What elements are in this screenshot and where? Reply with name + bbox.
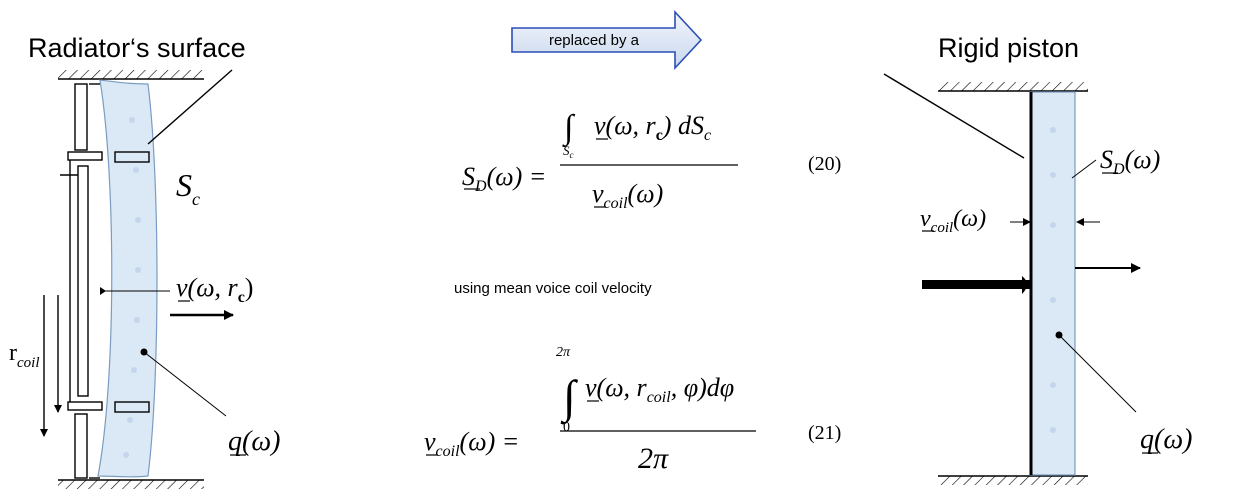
eq20-lhs: SD(ω) = bbox=[462, 162, 546, 195]
local-velocity-label: v(ω, rc) bbox=[176, 273, 253, 306]
eq21-number: (21) bbox=[808, 422, 841, 444]
piston-velocity-label: vcoil(ω) bbox=[920, 206, 986, 236]
bottom-wall-hatch bbox=[58, 480, 204, 489]
surface-leader-line bbox=[147, 69, 233, 145]
eq20-numerator: v(ω, rc) dSc bbox=[594, 111, 711, 144]
radiator-title: Radiator‘s surface bbox=[28, 33, 246, 63]
eq20-number: (20) bbox=[808, 153, 841, 175]
eq21-integral: ∫ bbox=[560, 371, 578, 425]
volume-velocity-leader bbox=[143, 351, 227, 417]
eq20-denominator: vcoil(ω) bbox=[592, 179, 663, 212]
eq21-lhs: vcoil(ω) = bbox=[424, 427, 519, 460]
eq21-lower-limit: 0 bbox=[563, 420, 570, 435]
eq20-integral-domain: Sc bbox=[563, 143, 574, 160]
replacement-arrow: replaced by a bbox=[511, 9, 703, 71]
mean-velocity-note: using mean voice coil velocity bbox=[454, 280, 652, 297]
equation-21: vcoil(ω) = 2π ∫ 0 v(ω, rcoil, φ)dφ 2π (2… bbox=[424, 345, 841, 475]
eq21-upper-limit: 2π bbox=[556, 345, 571, 360]
surface-symbol-label: Sc bbox=[176, 167, 200, 209]
radiator-group: Radiator‘s surface bbox=[9, 33, 280, 489]
radius-label: rcoil bbox=[9, 340, 40, 371]
piston-leader-line bbox=[883, 73, 1025, 159]
radiator-texture bbox=[123, 117, 141, 458]
piston-bottom-wall-hatch bbox=[938, 476, 1088, 485]
piston-area-leader bbox=[1071, 159, 1097, 179]
driver-frame bbox=[60, 83, 150, 479]
piston-volume-velocity-label: q(ω) bbox=[1140, 424, 1192, 455]
piston-group: Rigid piston SD(ω) vcoil(ω) bbox=[883, 33, 1192, 485]
piston-volume-velocity-leader bbox=[1058, 334, 1137, 413]
velocity-pointer-tick bbox=[100, 287, 106, 295]
eq21-denominator: 2π bbox=[638, 442, 669, 475]
equation-20: SD(ω) = ∫ Sc v(ω, rc) dSc vcoil(ω) (20) bbox=[462, 109, 841, 212]
volume-velocity-label: q(ω) bbox=[228, 426, 280, 457]
piston-body bbox=[1030, 91, 1076, 476]
piston-area-label: SD(ω) bbox=[1100, 145, 1160, 178]
drive-rod-joint bbox=[1022, 276, 1027, 294]
piston-top-wall-hatch bbox=[938, 82, 1088, 91]
piston-title: Rigid piston bbox=[938, 33, 1079, 63]
top-wall-hatch bbox=[58, 70, 204, 79]
piston-texture bbox=[1050, 127, 1056, 433]
eq20-integral: ∫ bbox=[562, 109, 576, 148]
replacement-arrow-text: replaced by a bbox=[549, 32, 640, 49]
radiator-cone bbox=[97, 79, 158, 478]
eq21-numerator: v(ω, rcoil, φ)dφ bbox=[585, 373, 734, 406]
drive-rod bbox=[922, 280, 1030, 289]
